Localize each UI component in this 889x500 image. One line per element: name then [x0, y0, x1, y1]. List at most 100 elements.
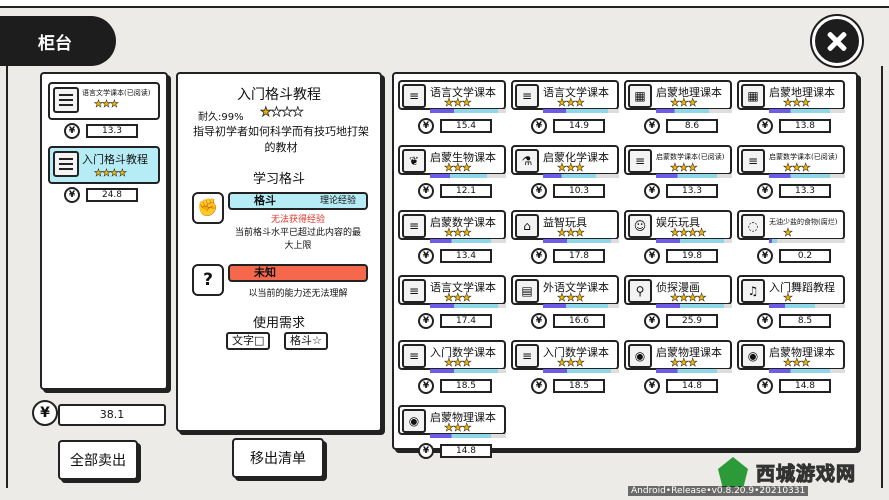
item-price: ¥19.8 [644, 248, 744, 264]
item-stars: ★★★ [783, 96, 811, 110]
item-icon: ≡ [402, 344, 426, 368]
item-name: 语言文学课本 [430, 86, 496, 99]
coin-icon: ¥ [757, 313, 773, 329]
item-stars: ★★★ [444, 161, 472, 175]
item-name: 入门数学课本 [543, 346, 609, 359]
item-icon: ▦ [628, 84, 652, 108]
inventory-item[interactable]: ◉ 启蒙物理课本★★★ [624, 340, 732, 373]
remove-from-list-button[interactable]: 移出清单 [232, 438, 324, 478]
inventory-item[interactable]: ⚗启蒙化学课本★★★ [511, 145, 619, 178]
durability-bar [769, 109, 845, 113]
item-icon: ◉ [402, 409, 426, 433]
price-value: 14.8 [779, 379, 831, 393]
item-name: 启蒙物理课本 [656, 346, 722, 359]
price-value: 12.1 [440, 184, 492, 198]
item-icon: ☺ [628, 214, 652, 238]
price-value: 0.2 [779, 249, 831, 263]
item-price: ¥ 24.8 [64, 187, 168, 203]
inventory-item[interactable]: ≡启蒙数学课本★★★ [398, 210, 506, 243]
price-value: 14.8 [440, 444, 492, 458]
coin-icon: ¥ [418, 378, 434, 394]
item-stars: ★★★ [444, 96, 472, 110]
item-stars: ★★★ [444, 291, 472, 305]
coin-icon: ¥ [64, 123, 80, 139]
inventory-item[interactable]: ☺娱乐玩具★★★★ [624, 210, 732, 243]
durability-bar [656, 174, 732, 178]
item-price: ¥17.4 [418, 313, 518, 329]
item-detail-panel: 入门格斗教程 耐久:99% ★★★★ 指导初学者如何科学而有技巧地打架的教材 学… [176, 72, 382, 432]
item-stars: ★★★ [557, 356, 585, 370]
item-name: 入门数学课本 [430, 346, 496, 359]
sell-all-button[interactable]: 全部卖出 [58, 440, 138, 480]
item-name: 启蒙物理课本 [430, 411, 496, 424]
item-price: ¥ 13.3 [64, 123, 168, 139]
inventory-item[interactable]: ≡语言文学课本★★★ [398, 275, 506, 308]
item-stars: ★ [783, 226, 793, 240]
inventory-item[interactable]: ≡启蒙数学课本(已阅读)★★★ [737, 145, 845, 178]
skill-fighting-bar: 格斗 理论经验 [228, 192, 368, 210]
durability-fill [769, 304, 815, 308]
durability-fill [430, 174, 487, 178]
item-name: 启蒙物理课本 [769, 346, 835, 359]
item-stars: ★★★ [557, 226, 585, 240]
stage-frame [6, 66, 883, 488]
durability-fill [543, 109, 608, 113]
inventory-item[interactable]: ♫入门舞蹈教程★ [737, 275, 845, 308]
inventory-item[interactable]: ≡启蒙数学课本(已阅读)★★★ [624, 145, 732, 178]
close-icon[interactable] [812, 16, 862, 66]
inventory-item[interactable]: ≡语言文学课本★★★ [511, 80, 619, 113]
coin-icon: ¥ [531, 313, 547, 329]
item-icon: ≡ [628, 149, 652, 173]
price-value: 18.5 [440, 379, 492, 393]
inventory-item[interactable]: ≡入门数学课本★★★ [398, 340, 506, 373]
watermark-logo [718, 457, 748, 487]
item-stars: ★★★★ [670, 226, 707, 240]
coin-icon: ¥ [32, 400, 58, 426]
durability-bar [769, 369, 845, 373]
skill-unknown-bar: 未知 [228, 264, 368, 282]
inventory-item[interactable]: ≡语言文学课本★★★ [398, 80, 506, 113]
durability-fill [656, 174, 717, 178]
item-stars: ★★★ [670, 96, 698, 110]
price-value: 24.8 [86, 188, 138, 202]
item-price: ¥25.9 [644, 313, 744, 329]
inventory-item[interactable]: ▦启蒙地理课本★★★ [737, 80, 845, 113]
durability-bar [430, 174, 506, 178]
item-stars: ★★★ [557, 291, 585, 305]
item-stars: ★★★ [670, 356, 698, 370]
durability-bar [543, 369, 619, 373]
inventory-item[interactable]: ◉启蒙物理课本★★★ [398, 405, 506, 438]
sell-item-selected[interactable]: 入门格斗教程 ★★★★ [48, 146, 160, 184]
inventory-item[interactable]: ≡入门数学课本★★★ [511, 340, 619, 373]
inventory-item[interactable]: ⚲侦探漫画★★★★ [624, 275, 732, 308]
inventory-item[interactable]: ▦启蒙地理课本★★★ [624, 80, 732, 113]
inventory-item[interactable]: ▤外语文学课本★★★ [511, 275, 619, 308]
coin-icon: ¥ [418, 183, 434, 199]
durability-bar [656, 369, 732, 373]
item-icon: ⌂ [515, 214, 539, 238]
item-name: 启蒙地理课本 [769, 86, 835, 99]
inventory-item[interactable]: ⌂益智玩具★★★ [511, 210, 619, 243]
durability-bar [430, 304, 506, 308]
coin-icon: ¥ [531, 248, 547, 264]
durability-bar [430, 434, 506, 438]
durability-bar [656, 239, 732, 243]
price-value: 13.8 [779, 119, 831, 133]
requirement-title: 使用需求 [252, 316, 305, 331]
sell-item[interactable]: 语言文学课本(已阅读) ★★★ [48, 82, 160, 120]
coin-icon: ¥ [757, 183, 773, 199]
durability-fill [769, 174, 830, 178]
item-icon: ◉ [741, 344, 765, 368]
inventory-item[interactable]: ◌无油少盐的食物(腐烂)★ [737, 210, 845, 243]
watermark-text: 西城游戏网 [755, 462, 857, 485]
item-name: 启蒙生物课本 [430, 151, 496, 164]
question-icon: ? [192, 264, 224, 296]
item-price: ¥8.5 [757, 313, 857, 329]
item-icon: ◉ [628, 344, 652, 368]
item-icon: ⚗ [515, 149, 539, 173]
price-value: 19.8 [666, 249, 718, 263]
inventory-item[interactable]: ◉启蒙物理课本★★★ [737, 340, 845, 373]
item-name: 启蒙数学课本(已阅读) [769, 153, 838, 161]
inventory-item[interactable]: ❦启蒙生物课本★★★ [398, 145, 506, 178]
